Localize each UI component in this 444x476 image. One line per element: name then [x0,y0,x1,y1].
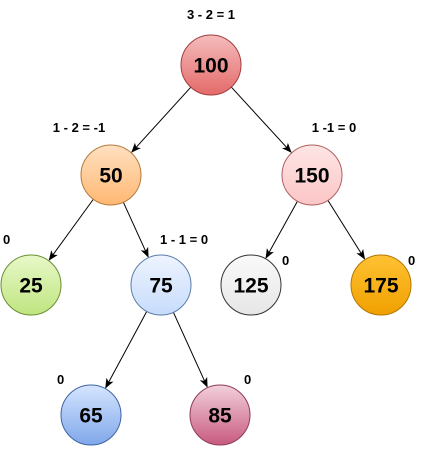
tree-node-100: 100 [180,34,242,96]
tree-node-85: 85 [189,384,251,446]
node-label: 85 [208,405,232,428]
node-circle [281,144,343,206]
node-label: 150 [294,165,329,188]
node-label: 25 [19,275,43,298]
balance-notes-layer: 3 - 2 = 1 1 - 2 = -1 1 -1 = 0 0 1 - 1 = 0 0 0 0… [3,7,415,387]
edge-n150-n125 [265,200,298,259]
balance-note-50: 1 - 2 = -1 [53,120,105,135]
node-circle [130,254,192,316]
node-circle [80,144,142,206]
node-circle [220,254,282,316]
tree-node-150: 150 [281,144,343,206]
tree-node-65: 65 [60,384,122,446]
node-label: 50 [99,165,122,188]
edge-n100-n150 [230,86,292,153]
node-label: 65 [79,405,103,428]
balance-note-65: 0 [57,372,64,387]
edge-n75-n65 [105,311,148,389]
node-circle [350,254,412,316]
node-label: 125 [233,275,268,298]
node-circle [180,34,242,96]
tree-node-25: 25 [0,254,62,316]
balance-note-75: 1 - 1 = 0 [160,232,208,247]
node-circle [189,384,251,446]
balance-note-25: 0 [3,232,10,247]
nodes-layer: 100 50 150 25 75 125 175 65 85 [0,34,412,446]
edges-layer [48,86,366,389]
edge-n50-n75 [122,202,149,258]
tree-node-50: 50 [80,144,142,206]
node-circle [60,384,122,446]
balance-note-100: 3 - 2 = 1 [187,7,235,22]
balance-note-85: 0 [244,372,251,387]
balance-note-150: 1 -1 = 0 [312,120,356,135]
edge-n100-n50 [131,86,192,153]
tree-node-175: 175 [350,254,412,316]
node-label: 175 [363,275,398,298]
edge-n50-n25 [48,198,94,261]
balance-note-125: 0 [282,253,289,268]
balance-note-175: 0 [408,253,415,268]
node-circle [0,254,62,316]
node-label: 100 [193,55,228,78]
node-label: 75 [149,275,173,298]
edge-n150-n175 [327,200,366,260]
edge-n75-n85 [172,312,208,388]
tree-node-75: 75 [130,254,192,316]
tree-node-125: 125 [220,254,282,316]
